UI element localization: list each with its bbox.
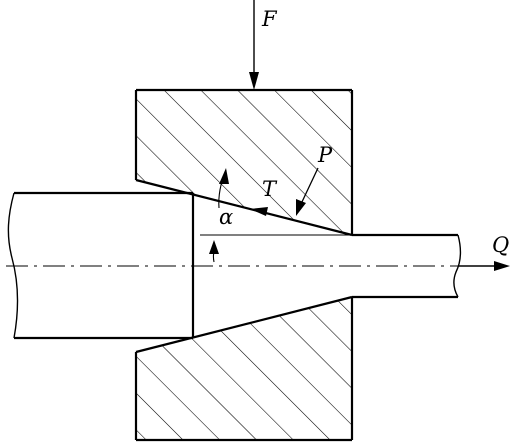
angle-alpha-marker — [200, 168, 352, 263]
die-outline — [134, 88, 354, 442]
force-f-arrow — [249, 0, 259, 90]
die-cone-upper-wall — [135, 178, 353, 237]
friction-t-label: T — [262, 177, 278, 201]
pull-force-arrow — [458, 261, 510, 271]
pull-q-label: Q — [492, 233, 509, 257]
friction-t-arrow — [250, 207, 268, 216]
die-upper-half — [136, 90, 352, 235]
die-lower-half — [136, 297, 352, 440]
workpiece-drawn-rod — [352, 233, 462, 299]
die-cone-lower-wall — [135, 295, 353, 354]
angle-alpha-label: α — [219, 205, 233, 229]
pressure-p-label: P — [317, 143, 333, 167]
pressure-p-arrow — [296, 167, 319, 216]
force-f-label: F — [261, 7, 278, 31]
